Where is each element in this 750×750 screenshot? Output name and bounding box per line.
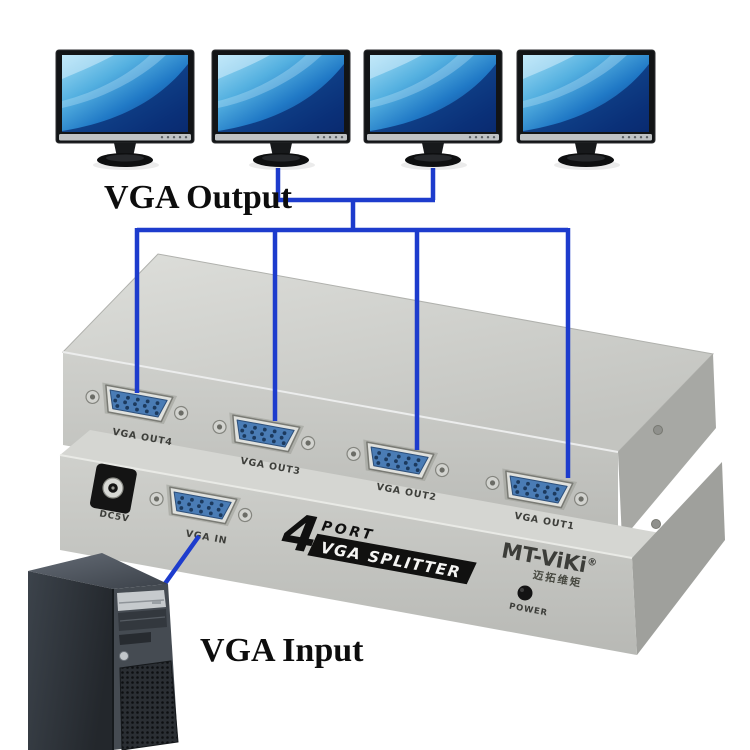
monitor-2: [211, 49, 351, 171]
tower-mesh-grille: [119, 660, 179, 750]
rear-unit-right-face: [618, 354, 716, 540]
monitor-3: [363, 49, 503, 171]
dc-power-jack: [90, 463, 137, 514]
vga-input-title: VGA Input: [200, 632, 364, 669]
tower-top-face: [28, 553, 168, 589]
rear-unit-front-panel: [63, 352, 618, 545]
front-unit-right-face: [632, 462, 725, 655]
vga-output-title: VGA Output: [104, 179, 293, 216]
power-led-glint: [520, 588, 524, 592]
drive-bay2-slot: [119, 616, 166, 622]
rear-panel-bevel: [62, 351, 619, 453]
monitors-row: [55, 49, 656, 171]
tower-drive-bay2: [118, 609, 167, 631]
front-panel-bevel: [59, 454, 633, 559]
front-unit-top-face: [60, 430, 660, 558]
splitter-banner-plate: [307, 533, 477, 585]
splitter-rear-unit: [61, 253, 716, 545]
tower-power-button: [119, 651, 129, 661]
connection-lines: [134, 168, 571, 587]
brand-reg-mark: ®: [586, 557, 598, 570]
tower-optical-drive: [117, 590, 166, 611]
monitor-4: [516, 49, 656, 171]
side-screw: [653, 425, 663, 435]
optical-drive-tray-line: [118, 599, 165, 604]
monitor-1: [55, 49, 195, 171]
tower-left-panel: [28, 571, 113, 750]
computer-tower: [28, 553, 179, 750]
power-led: [517, 585, 533, 601]
tower-floppy-slot: [119, 632, 151, 645]
optical-drive-button: [152, 601, 161, 604]
side-screw-2: [651, 519, 661, 529]
